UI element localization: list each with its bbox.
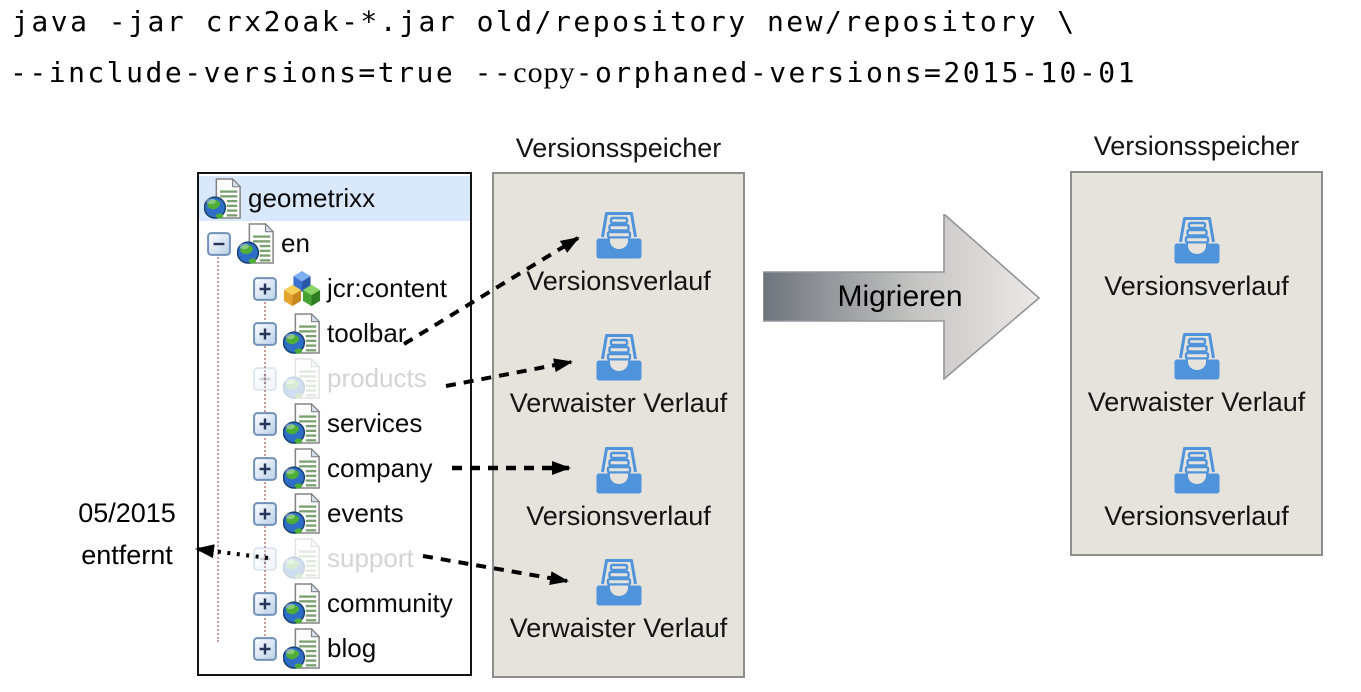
archive-box-icon	[1169, 445, 1225, 497]
tree-item-en[interactable]: en	[199, 221, 470, 266]
version-history-item: Versionsverlauf	[1072, 445, 1321, 532]
command-line-1: java -jar crx2oak-*.jar old/repository n…	[12, 5, 1077, 38]
tree-item-label: company	[327, 453, 433, 483]
migrate-arrow-label: Migrieren	[837, 280, 963, 313]
plus-expander-icon[interactable]	[253, 277, 277, 301]
old-store-title: Versionsspeicher	[515, 133, 722, 163]
version-history-label: Versionsverlauf	[1104, 501, 1289, 531]
new-store-title: Versionsspeicher	[1093, 131, 1300, 161]
version-history-label: Verwaister Verlauf	[509, 613, 728, 643]
tree-item-geometrixx[interactable]: geometrixx	[199, 176, 470, 221]
command-text-copy: copy	[513, 56, 576, 89]
minus-expander-icon[interactable]	[207, 232, 231, 256]
tree-item-label: support	[327, 543, 414, 573]
page-globe-icon	[283, 628, 321, 670]
tree-item-label: products	[327, 363, 427, 393]
version-history-label: Versionsverlauf	[526, 501, 711, 531]
page-globe-icon	[283, 358, 321, 400]
command-text: java -jar crx2oak-*.jar old/repository n…	[12, 5, 1077, 38]
plus-expander-icon[interactable]	[253, 637, 277, 661]
plus-expander-icon[interactable]	[253, 322, 277, 346]
tree-item-label: services	[327, 408, 423, 438]
tree-item-label: community	[327, 588, 453, 618]
plus-expander-icon[interactable]	[253, 412, 277, 436]
version-history-item: Versionsverlauf	[1072, 215, 1321, 302]
page-globe-icon	[283, 448, 321, 490]
tree-item-services[interactable]: services	[199, 401, 470, 446]
version-history-label: Verwaister Verlauf	[1087, 387, 1306, 417]
migrate-arrow	[763, 214, 1040, 380]
page-globe-icon	[283, 493, 321, 535]
version-history-item: Verwaister Verlauf	[494, 557, 743, 644]
archive-box-icon	[591, 557, 647, 609]
tree-item-label: events	[327, 498, 404, 528]
new-version-store: Versionsverlauf Verwaister Verlauf Versi…	[1070, 171, 1323, 556]
tree-item-label: en	[281, 228, 310, 258]
plus-expander-icon[interactable]	[253, 547, 277, 571]
page-globe-icon	[204, 178, 242, 220]
removal-note-date: 05/2015	[78, 498, 176, 528]
command-text: --include-versions=true --	[10, 56, 514, 89]
tree-item-jcr-content[interactable]: jcr:content	[199, 266, 470, 311]
page-globe-icon	[283, 538, 321, 580]
cubes-icon	[283, 268, 321, 310]
page-globe-icon	[283, 403, 321, 445]
plus-expander-icon[interactable]	[253, 502, 277, 526]
page-globe-icon	[237, 223, 275, 265]
archive-box-icon	[1169, 331, 1225, 383]
old-version-store: Versionsverlauf Verwaister Verlauf Versi…	[492, 172, 745, 678]
removal-note-text: entfernt	[81, 540, 173, 570]
tree-item-blog[interactable]: blog	[199, 626, 470, 671]
plus-expander-icon[interactable]	[253, 457, 277, 481]
tree-item-community[interactable]: community	[199, 581, 470, 626]
command-line-2: --include-versions=true --copy-orphaned-…	[10, 56, 1137, 90]
repository-tree-panel: geometrixx en jcr:content toolbar produc…	[197, 172, 472, 676]
version-history-item: Verwaister Verlauf	[494, 332, 743, 419]
page-globe-icon	[283, 313, 321, 355]
tree-item-company[interactable]: company	[199, 446, 470, 491]
page-globe-icon	[283, 583, 321, 625]
version-history-item: Versionsverlauf	[494, 210, 743, 297]
version-history-item: Verwaister Verlauf	[1072, 331, 1321, 418]
archive-box-icon	[591, 210, 647, 262]
command-text: -orphaned-versions=2015-10-01	[575, 56, 1137, 89]
tree-item-toolbar[interactable]: toolbar	[199, 311, 470, 356]
version-history-label: Verwaister Verlauf	[509, 388, 728, 418]
tree-item-label: geometrixx	[248, 183, 376, 213]
tree-item-events[interactable]: events	[199, 491, 470, 536]
archive-box-icon	[1169, 215, 1225, 267]
archive-box-icon	[591, 332, 647, 384]
removal-note: 05/2015 entfernt	[52, 492, 202, 576]
version-history-label: Versionsverlauf	[1104, 271, 1289, 301]
tree-item-label: blog	[327, 633, 377, 663]
tree-item-support[interactable]: support	[199, 536, 470, 581]
tree-item-label: toolbar	[327, 318, 407, 348]
tree-guide-line	[217, 242, 219, 642]
plus-expander-icon[interactable]	[253, 367, 277, 391]
version-history-item: Versionsverlauf	[494, 445, 743, 532]
plus-expander-icon[interactable]	[253, 592, 277, 616]
tree-item-products[interactable]: products	[199, 356, 470, 401]
tree-item-label: jcr:content	[327, 273, 447, 303]
archive-box-icon	[591, 445, 647, 497]
version-history-label: Versionsverlauf	[526, 266, 711, 296]
